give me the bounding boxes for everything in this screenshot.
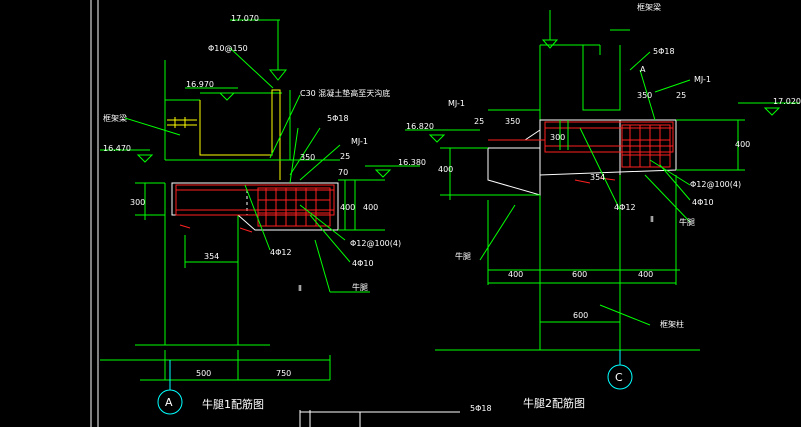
right-marker-a: A [640, 65, 646, 74]
right-marker: Ⅱ [650, 215, 654, 224]
left-frame-beam: 框架梁 [103, 113, 127, 123]
left-elev-right: 16.380 [398, 158, 426, 167]
right-dim-25-r: 25 [676, 91, 686, 100]
right-dim-600: 600 [572, 270, 587, 279]
right-stirrups: Φ12@100(4) [690, 180, 741, 189]
left-dim-400a: 400 [340, 203, 355, 212]
bottom-small-label: 5Φ18 [470, 404, 492, 413]
right-dim-400b: 400 [638, 270, 653, 279]
right-dim-350: 350 [505, 117, 520, 126]
right-4phi12: 4Φ12 [614, 203, 636, 212]
left-dim-354: 354 [204, 252, 219, 261]
right-dim-350-r: 350 [637, 91, 652, 100]
left-dim-500: 500 [196, 369, 211, 378]
drawing-frame [90, 0, 460, 427]
right-4phi10: 4Φ10 [692, 198, 714, 207]
left-corbel: 牛腿 [352, 282, 368, 292]
right-dim-600b: 600 [573, 311, 588, 320]
right-dim-25: 25 [474, 117, 484, 126]
right-dim-300: 300 [550, 133, 565, 142]
right-frame-beam: 框架梁 [637, 2, 661, 12]
left-dim-400b: 400 [363, 203, 378, 212]
right-title: 牛腿2配筋图 [523, 396, 585, 410]
left-dim-300: 300 [130, 198, 145, 207]
left-top-bars: 5Φ18 [327, 114, 349, 123]
right-axis-label: C [615, 371, 623, 384]
left-elev-left: 16.470 [103, 144, 131, 153]
left-elev-mid: 16.970 [186, 80, 214, 89]
right-elev-left: 16.820 [406, 122, 434, 131]
right-corbel-r: 牛腿 [679, 217, 695, 227]
right-corbel-detail [405, 10, 800, 390]
left-concrete-note: C30 混凝土垫高至天沟底 [300, 88, 390, 98]
left-marker: Ⅱ [298, 284, 302, 293]
left-dim-25: 25 [340, 152, 350, 161]
right-dim-400-left: 400 [438, 165, 453, 174]
right-elev-right: 17.020 [773, 97, 801, 106]
left-4phi10: 4Φ10 [352, 259, 374, 268]
right-top-bars: 5Φ18 [653, 47, 675, 56]
left-elev-top: 17.070 [231, 14, 259, 23]
right-dim-400-right: 400 [735, 140, 750, 149]
left-dim-350: 350 [300, 153, 315, 162]
left-title: 牛腿1配筋图 [202, 397, 264, 411]
left-corbel-detail [100, 19, 420, 415]
right-dim-400a: 400 [508, 270, 523, 279]
left-stirrups: Φ12@100(4) [350, 239, 401, 248]
left-stirrup-col: Φ10@150 [208, 44, 248, 53]
right-frame-col: 框架柱 [660, 319, 684, 329]
left-dim-750: 750 [276, 369, 291, 378]
right-mj-right: MJ-1 [694, 75, 711, 84]
right-mj-left: MJ-1 [448, 99, 465, 108]
left-mj: MJ-1 [351, 137, 368, 146]
left-4phi12: 4Φ12 [270, 248, 292, 257]
right-corbel-l: 牛腿 [455, 251, 471, 261]
left-dim-70: 70 [338, 168, 348, 177]
left-axis-label: A [165, 396, 173, 409]
right-dim-354: 354 [590, 173, 605, 182]
